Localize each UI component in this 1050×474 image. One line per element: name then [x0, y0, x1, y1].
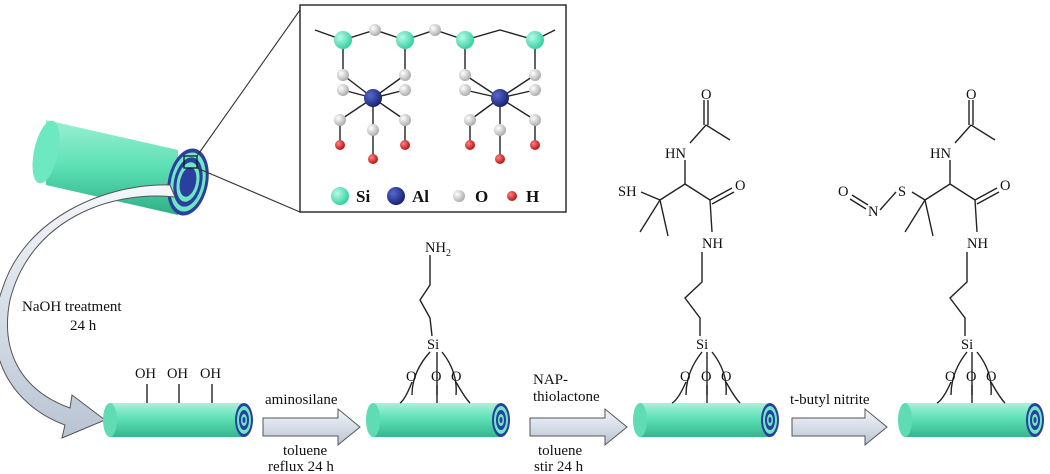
zoom-line-top: [196, 9, 301, 157]
al-atoms: [364, 89, 509, 107]
tube-nitroso: [898, 403, 1044, 437]
nitroso-nh-label: NH: [967, 236, 988, 252]
atom-legend: Si Al O H: [331, 187, 539, 206]
nitroso-o-amide: O: [1000, 178, 1010, 194]
step3-bottom1: toluene: [538, 443, 582, 459]
amine-o-label-2: O: [431, 369, 441, 385]
h-atoms: [335, 140, 540, 164]
step4-top: t-butyl nitrite: [790, 392, 870, 408]
amine-o-label-1: O: [406, 369, 416, 385]
thiol-o-label-1: O: [680, 369, 690, 385]
tube-amine: [366, 403, 510, 437]
arrow-step4: [791, 407, 888, 447]
curved-arrow: [0, 184, 176, 439]
legend-al-label: Al: [412, 187, 429, 206]
nitroso-s-label: S: [898, 184, 906, 200]
nitroso-o-label: O: [838, 184, 848, 200]
step2-bottom2: reflux 24 h: [268, 459, 334, 474]
nitroso-o-label-1: O: [945, 369, 955, 385]
legend-h-swatch: [507, 191, 517, 201]
step3-bottom2: stir 24 h: [534, 459, 584, 474]
nitroso-si-label: Si: [961, 337, 973, 353]
legend-h-label: H: [526, 187, 539, 206]
nitroso-o-label-3: O: [986, 369, 996, 385]
step2-bottom1: toluene: [283, 443, 327, 459]
amine-o-label-3: O: [451, 369, 461, 385]
thiol-sh-label: SH: [618, 184, 637, 200]
tube-thiol: [633, 403, 779, 437]
amine-si-label: Si: [427, 337, 439, 353]
legend-si-swatch: [331, 187, 349, 205]
tube-oh: [103, 403, 253, 437]
si-atoms: [334, 31, 544, 49]
oh-label-1: OH: [135, 366, 156, 382]
nitroso-n-label: N: [868, 204, 879, 220]
step1-line1: NaOH treatment: [22, 299, 122, 315]
amine-nh-label: NH2: [425, 240, 451, 259]
thiol-o-label-2: O: [701, 369, 711, 385]
nitroso-o-label-2: O: [966, 369, 976, 385]
oh-label-3: OH: [200, 366, 221, 382]
arrow-step3: [529, 407, 628, 447]
nitroso-o-carbonyl: O: [966, 87, 976, 103]
step2-top: aminosilane: [265, 392, 338, 408]
legend-o-label: O: [475, 187, 488, 206]
arrow-step2: [262, 407, 361, 447]
thiol-si-label: Si: [696, 337, 708, 353]
step3-top1: NAP-: [533, 372, 568, 388]
large-nanotube: [32, 120, 209, 216]
zoom-box: [183, 155, 198, 169]
structure-inset: Si Al O H: [299, 4, 567, 213]
step3-top2: thiolactone: [533, 389, 600, 405]
thiol-o-carbonyl: O: [701, 87, 711, 103]
legend-o-swatch: [453, 190, 465, 202]
thiol-hn-label: HN: [665, 146, 686, 162]
o-atoms: [334, 24, 541, 136]
legend-al-swatch: [387, 187, 405, 205]
nitroso-hn-label: HN: [930, 146, 951, 162]
thiol-nh-label: NH: [702, 236, 723, 252]
thiol-o-amide: O: [735, 178, 745, 194]
oh-label-2: OH: [167, 366, 188, 382]
legend-si-label: Si: [356, 187, 370, 206]
thiol-o-label-3: O: [721, 369, 731, 385]
step1-line2: 24 h: [70, 318, 97, 334]
zoom-line-bottom: [196, 167, 301, 213]
